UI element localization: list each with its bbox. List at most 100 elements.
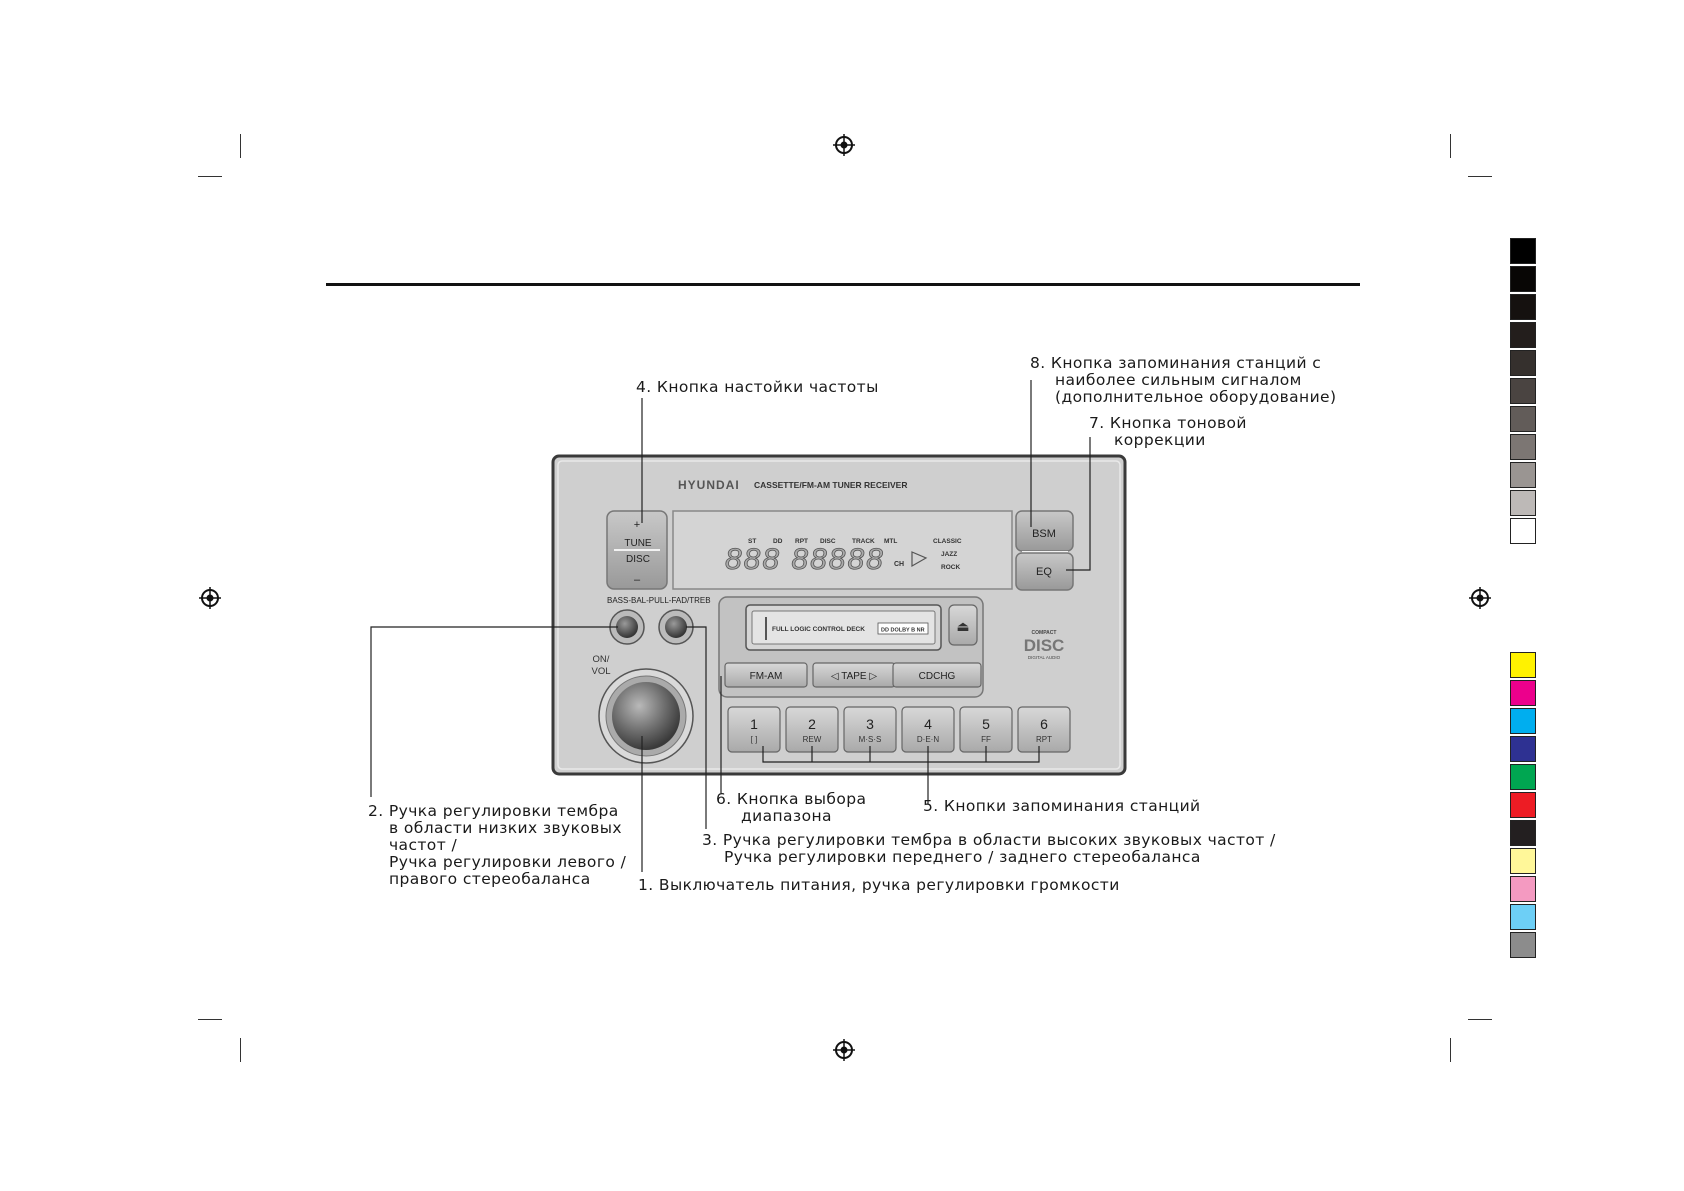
registration-mark bbox=[1469, 587, 1491, 609]
callout-2-bass: 2. Ручка регулировки тембра в области ни… bbox=[368, 802, 627, 888]
preset-number: 6 bbox=[1040, 716, 1048, 732]
calibration-swatch bbox=[1510, 350, 1536, 376]
preset-number: 5 bbox=[982, 716, 990, 732]
registration-mark bbox=[833, 1039, 855, 1061]
calibration-swatch bbox=[1510, 820, 1536, 846]
mode-button-label: ◁ TAPE ▷ bbox=[831, 671, 877, 682]
mode-button-label: CDCHG bbox=[919, 671, 956, 682]
registration-mark bbox=[199, 587, 221, 609]
model-caption: CASSETTE/FM-AM TUNER RECEIVER bbox=[754, 480, 907, 490]
onvol-label-line2: VOL bbox=[591, 666, 610, 677]
svg-text:COMPACT: COMPACT bbox=[1032, 630, 1057, 636]
crop-mark bbox=[198, 1019, 222, 1020]
dolby-label: DD DOLBY B NR bbox=[881, 628, 925, 634]
onvol-label-line1: ON/ bbox=[593, 654, 610, 665]
calibration-swatch bbox=[1510, 764, 1536, 790]
calibration-swatch bbox=[1510, 490, 1536, 516]
preset-number: 1 bbox=[750, 716, 758, 732]
display-indicator: ST bbox=[748, 538, 756, 545]
preset-sublabel: RPT bbox=[1036, 735, 1052, 744]
svg-text:DISC: DISC bbox=[1024, 636, 1065, 655]
preset-sublabel: [ ] bbox=[751, 735, 758, 744]
deck-label: FULL LOGIC CONTROL DECK bbox=[772, 626, 865, 633]
mode-button[interactable]: CDCHG bbox=[892, 662, 982, 688]
preset-button[interactable]: 1 [ ] bbox=[727, 706, 781, 753]
lcd-display bbox=[672, 510, 1013, 590]
calibration-swatch bbox=[1510, 406, 1536, 432]
callout-8-bsm: 8. Кнопка запоминания станций с наиболее… bbox=[1030, 354, 1337, 406]
calibration-swatch bbox=[1510, 904, 1536, 930]
crop-mark bbox=[240, 1038, 241, 1062]
callout-1-power: 1. Выключатель питания, ручка регулировк… bbox=[638, 876, 1120, 894]
callout-3-treble: 3. Ручка регулировки тембра в области вы… bbox=[702, 831, 1276, 866]
preset-sublabel: FF bbox=[981, 735, 991, 744]
crop-mark bbox=[1468, 176, 1492, 177]
crop-mark bbox=[1450, 134, 1451, 158]
registration-mark bbox=[833, 134, 855, 156]
compact-disc-logo: COMPACT DISC DIGITAL AUDIO bbox=[1024, 630, 1065, 660]
calibration-swatch bbox=[1510, 876, 1536, 902]
display-indicator: DISC bbox=[820, 538, 836, 545]
power-volume-knob[interactable] bbox=[598, 668, 694, 764]
preset-sublabel: REW bbox=[803, 735, 822, 744]
tune-plus-label: + bbox=[634, 519, 640, 531]
calibration-swatch bbox=[1510, 736, 1536, 762]
eq-mode-label: JAZZ bbox=[941, 551, 957, 558]
callout-7-eq: 7. Кнопка тоновой коррекции bbox=[1089, 414, 1247, 449]
display-indicator: RPT bbox=[795, 538, 808, 545]
treble-fader-knob[interactable] bbox=[658, 609, 694, 645]
eq-mode-label: CLASSIC bbox=[933, 538, 962, 545]
eq-button[interactable]: EQ bbox=[1015, 552, 1074, 591]
preset-number: 2 bbox=[808, 716, 816, 732]
display-indicator: DD bbox=[773, 538, 783, 545]
calibration-swatch bbox=[1510, 932, 1536, 958]
disc-label: DISC bbox=[626, 554, 650, 565]
display-indicators: ST DD RPT DISC TRACK MTL bbox=[748, 538, 897, 545]
svg-text:DIGITAL AUDIO: DIGITAL AUDIO bbox=[1028, 655, 1061, 660]
preset-button[interactable]: 4D·E·N bbox=[901, 706, 955, 753]
calibration-swatch bbox=[1510, 294, 1536, 320]
calibration-swatch bbox=[1510, 848, 1536, 874]
leader-lines bbox=[370, 380, 1091, 872]
display-indicator: MTL bbox=[884, 538, 897, 545]
calibration-swatch bbox=[1510, 238, 1536, 264]
header-rule bbox=[326, 283, 1360, 286]
callout-4-tune: 4. Кнопка настойки частоты bbox=[636, 378, 879, 396]
callout-6-band: 6. Кнопка выбора диапазона bbox=[716, 790, 867, 825]
calibration-swatch bbox=[1510, 322, 1536, 348]
eq-label: EQ bbox=[1036, 566, 1052, 578]
eject-icon: ⏏ bbox=[956, 618, 969, 634]
calibration-swatch bbox=[1510, 462, 1536, 488]
calibration-swatch bbox=[1510, 680, 1536, 706]
mode-button[interactable]: ◁ TAPE ▷ bbox=[812, 662, 896, 688]
bsm-button[interactable]: BSM bbox=[1015, 510, 1074, 552]
eject-button[interactable]: ⏏ bbox=[948, 604, 978, 646]
preset-number: 4 bbox=[924, 716, 932, 732]
calibration-swatch bbox=[1510, 518, 1536, 544]
preset-number: 3 bbox=[866, 716, 874, 732]
display-digits: 888 88888 bbox=[725, 543, 885, 576]
eq-mode-indicators: CLASSIC JAZZ ROCK bbox=[933, 538, 962, 571]
tune-minus-label: – bbox=[634, 574, 641, 586]
calibration-swatch bbox=[1510, 792, 1536, 818]
brand-logo: HYUNDAI bbox=[678, 478, 740, 492]
mode-button-label: FM-AM bbox=[750, 671, 783, 682]
calibration-swatch bbox=[1510, 652, 1536, 678]
calibration-swatch bbox=[1510, 434, 1536, 460]
preset-button[interactable]: 3M·S·S bbox=[843, 706, 897, 753]
play-arrow-icon bbox=[911, 551, 928, 568]
crop-mark bbox=[198, 176, 222, 177]
preset-button[interactable]: 5FF bbox=[959, 706, 1013, 753]
calibration-swatch bbox=[1510, 708, 1536, 734]
preset-sublabel: M·S·S bbox=[859, 735, 882, 744]
display-indicator: TRACK bbox=[852, 538, 875, 545]
crop-mark bbox=[240, 134, 241, 158]
knob-caption: BASS-BAL-PULL-FAD/TREB bbox=[607, 596, 711, 605]
display-ch-label: CH bbox=[894, 561, 904, 568]
mode-button[interactable]: FM-AM bbox=[724, 662, 808, 688]
eq-mode-label: ROCK bbox=[941, 564, 960, 571]
tune-disc-button[interactable]: + TUNE DISC – bbox=[606, 510, 668, 590]
